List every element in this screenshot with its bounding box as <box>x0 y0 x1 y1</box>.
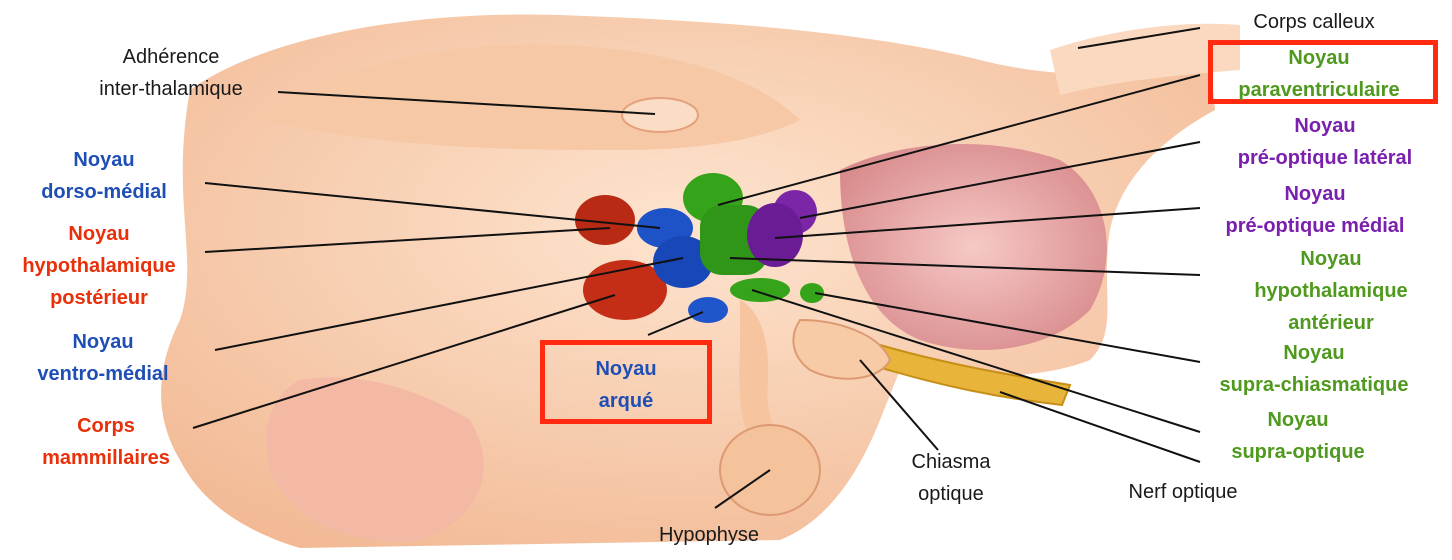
label-adherence: Adhérence inter-thalamique <box>99 41 242 105</box>
label-hypophyse: Hypophyse <box>659 519 759 551</box>
label-chiasma: Chiasma optique <box>912 446 991 510</box>
interthalamic-adhesion <box>622 98 698 132</box>
label-paraventriculaire: Noyau paraventriculaire <box>1238 42 1399 106</box>
label-preoptique-lateral: Noyau pré-optique latéral <box>1238 110 1412 174</box>
label-dorso-medial: Noyau dorso-médial <box>41 144 167 208</box>
preoptic-medial-shape <box>747 203 803 267</box>
label-supra-chiasmatique: Noyau supra-chiasmatique <box>1220 337 1409 401</box>
label-corps-calleux: Corps calleux <box>1253 6 1374 38</box>
label-nerf-optique: Nerf optique <box>1129 476 1238 508</box>
label-hypothalamique-anterieur: Noyau hypothalamique antérieur <box>1254 243 1407 339</box>
label-hypothalamique-posterieur: Noyau hypothalamique postérieur <box>22 218 175 314</box>
label-ventro-medial: Noyau ventro-médial <box>37 326 168 390</box>
label-corps-mammillaires: Corps mammillaires <box>42 410 170 474</box>
arcuate-nucleus-shape <box>688 297 728 323</box>
label-arque: Noyau arqué <box>595 353 656 417</box>
label-supra-optique: Noyau supra-optique <box>1231 404 1364 468</box>
label-preoptique-medial: Noyau pré-optique médial <box>1226 178 1405 242</box>
